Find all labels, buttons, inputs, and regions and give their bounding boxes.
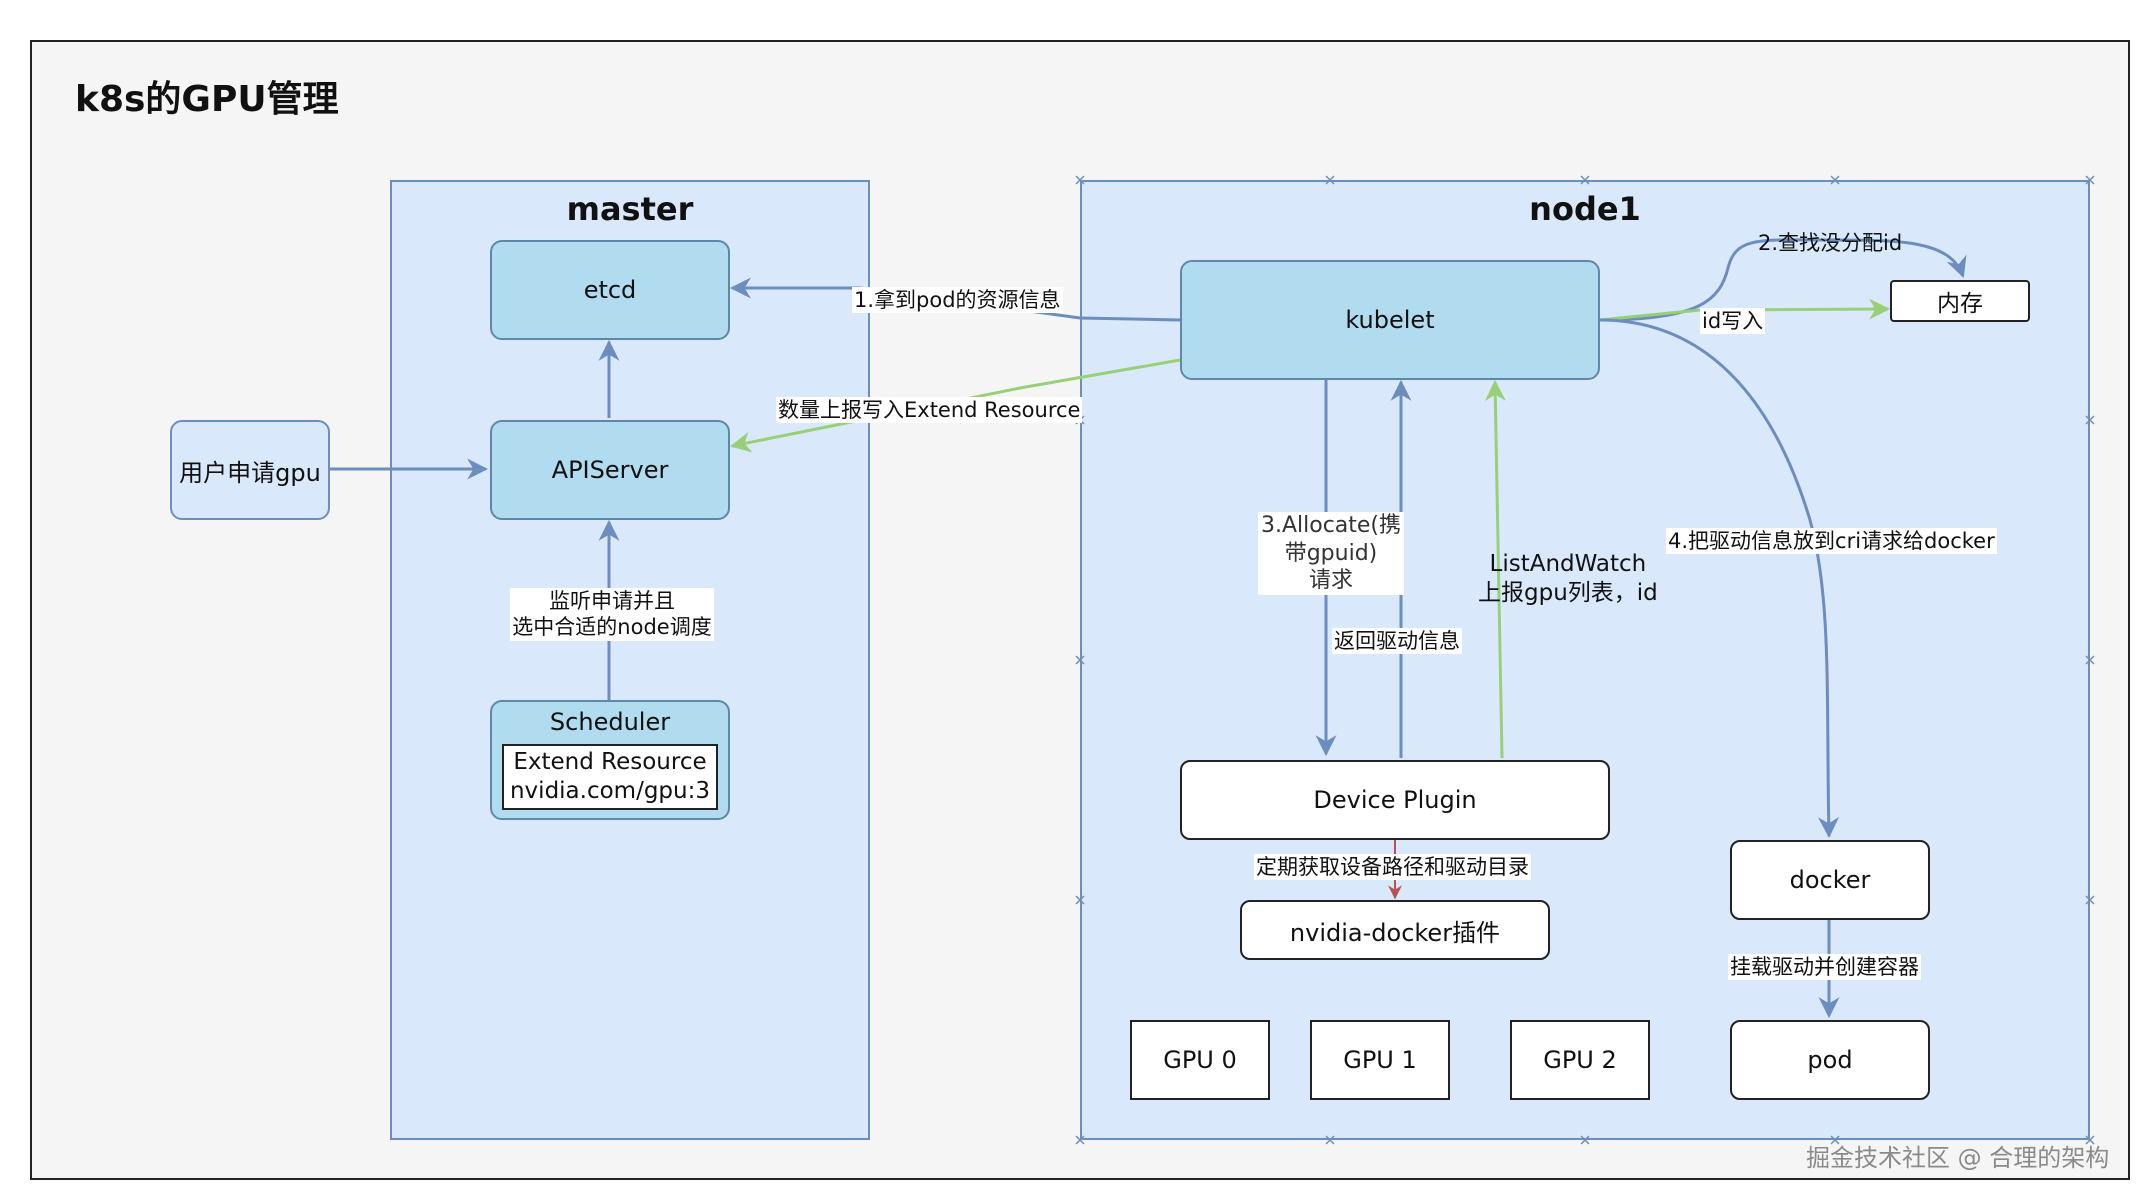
master-label: master	[566, 190, 694, 228]
edge-find-id	[1599, 238, 1967, 322]
docker-node[interactable]: docker	[1730, 840, 1930, 920]
edge-label-get-pod-info: 1.拿到pod的资源信息	[852, 287, 1063, 314]
extend-resource-line2: nvidia.com/gpu:3	[509, 777, 710, 804]
edge-kubelet-apiserver	[729, 358, 1181, 453]
memory-node[interactable]: 内存	[1890, 280, 2030, 322]
node1-label: node1	[1529, 190, 1641, 228]
edge-label-allocate-line1: 3.Allocate(携	[1260, 513, 1402, 538]
edge-label-scheduler: 监听申请并且 选中合适的node调度	[510, 588, 714, 641]
edge-label-cri-docker: 4.把驱动信息放到cri请求给docker	[1666, 528, 1997, 555]
edge-label-scheduler-line1: 监听申请并且	[549, 589, 675, 613]
scheduler-node[interactable]: Scheduler Extend Resource nvidia.com/gpu…	[490, 700, 730, 820]
edge-kubelet-docker	[1599, 318, 1840, 839]
node1-panel-handles	[1075, 175, 2095, 1145]
nvidia-docker-node[interactable]: nvidia-docker插件	[1240, 900, 1550, 960]
edge-label-listandwatch: ListAndWatch 上报gpu列表，id	[1476, 550, 1660, 608]
scheduler-label: Scheduler	[549, 708, 671, 736]
edge-label-allocate-line2: 带gpuid)	[1284, 540, 1378, 566]
edge-label-allocate-line3: 请求	[1308, 568, 1353, 593]
edge-label-scheduler-line2: 选中合适的node调度	[512, 615, 712, 640]
edge-label-listandwatch-line2: 上报gpu列表，id	[1478, 579, 1658, 606]
etcd-node[interactable]: etcd	[490, 240, 730, 340]
extend-resource-line1: Extend Resource	[513, 749, 707, 775]
gpu-1-node[interactable]: GPU 1	[1310, 1020, 1450, 1100]
gpu-0-node[interactable]: GPU 0	[1130, 1020, 1270, 1100]
diagram-title: k8s的GPU管理	[75, 79, 339, 120]
edge-label-periodic-fetch: 定期获取设备路径和驱动目录	[1254, 854, 1531, 881]
edge-label-allocate: 3.Allocate(携 带gpuid) 请求	[1258, 512, 1404, 595]
edge-listandwatch	[1484, 379, 1506, 759]
kubelet-node[interactable]: kubelet	[1180, 260, 1600, 380]
edge-label-mount-create: 挂载驱动并创建容器	[1728, 954, 1921, 981]
edge-label-return-driver: 返回驱动信息	[1332, 628, 1462, 655]
user-request-node[interactable]: 用户申请gpu	[170, 420, 330, 520]
device-plugin-node[interactable]: Device Plugin	[1180, 760, 1610, 840]
edge-label-listandwatch-line1: ListAndWatch	[1489, 551, 1647, 577]
extend-resource-box: Extend Resource nvidia.com/gpu:3	[501, 744, 718, 810]
gpu-2-node[interactable]: GPU 2	[1510, 1020, 1650, 1100]
apiserver-node[interactable]: APIServer	[490, 420, 730, 520]
watermark: 掘金技术社区 @ 合理的架构	[1806, 1144, 2110, 1172]
edge-label-report-extend: 数量上报写入Extend Resource	[776, 397, 1083, 424]
edge-label-write-id: id写入	[1700, 308, 1766, 335]
master-panel	[390, 180, 870, 1140]
pod-node[interactable]: pod	[1730, 1020, 1930, 1100]
edge-label-find-id: 2.查找没分配id	[1758, 231, 1903, 255]
